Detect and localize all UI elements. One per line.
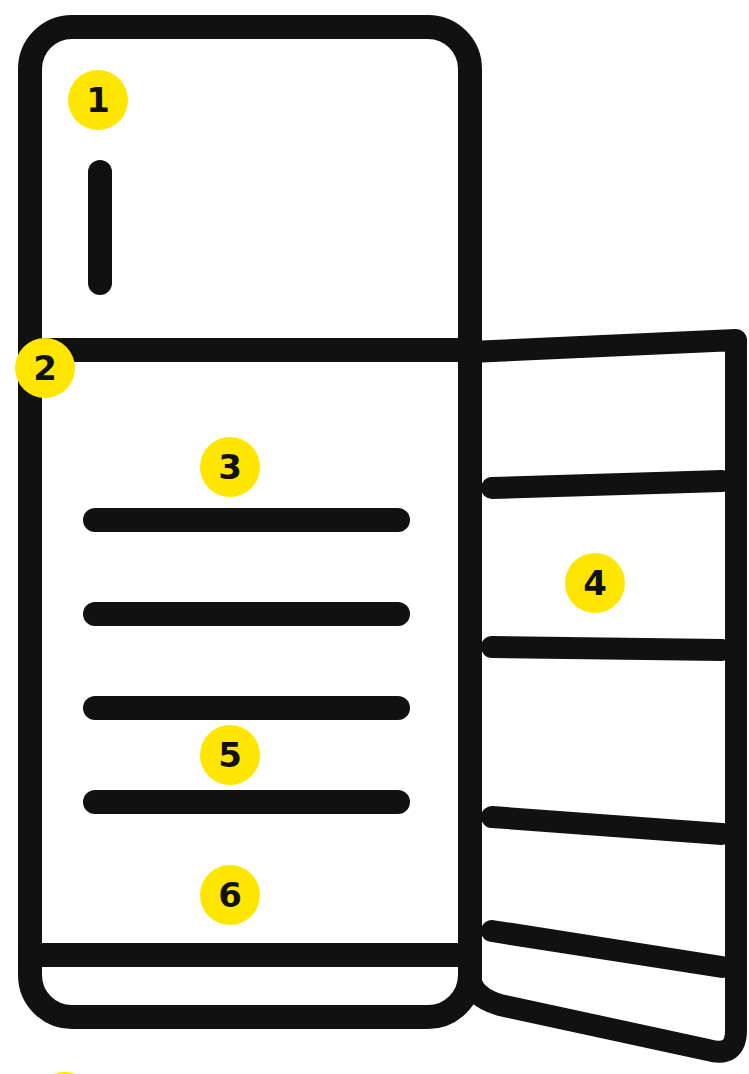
shelf bbox=[95, 508, 398, 532]
fridge-door bbox=[470, 340, 736, 1052]
callout-number: 3 bbox=[200, 437, 260, 497]
callout-number: 6 bbox=[200, 865, 260, 925]
door-shelf bbox=[492, 647, 722, 650]
freezer-handle bbox=[88, 172, 112, 283]
callout-number: 5 bbox=[200, 725, 260, 785]
shelf bbox=[95, 696, 398, 720]
legend-dot bbox=[35, 1072, 95, 1074]
callout-number: 2 bbox=[15, 338, 75, 398]
crisper-divider bbox=[30, 943, 470, 967]
door-shelf bbox=[492, 817, 722, 834]
door-shelf bbox=[492, 481, 722, 488]
callout-number: 4 bbox=[565, 553, 625, 613]
door-shelf bbox=[492, 931, 722, 967]
shelf bbox=[95, 602, 398, 626]
callout-number: 1 bbox=[68, 70, 128, 130]
freezer-divider bbox=[30, 338, 470, 362]
shelf bbox=[95, 790, 398, 814]
fridge-body bbox=[30, 27, 470, 1017]
